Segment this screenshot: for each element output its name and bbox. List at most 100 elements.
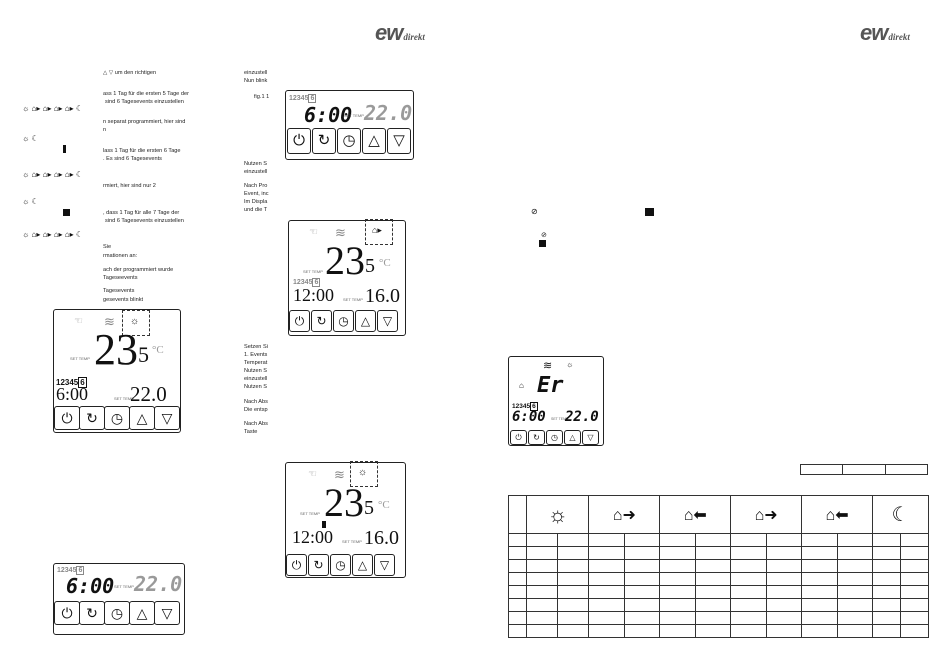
table-cell	[899, 533, 930, 547]
table-cell	[872, 598, 901, 612]
table-cell	[659, 572, 696, 586]
table-cell	[872, 585, 901, 599]
table-cell	[588, 585, 625, 599]
power-button[interactable]: ⏻	[510, 430, 527, 445]
mode-button[interactable]: ↻	[79, 601, 105, 625]
up-button[interactable]: △	[355, 310, 376, 332]
clock-button[interactable]: ◷	[104, 601, 130, 625]
table-cell	[765, 533, 803, 547]
mode-button[interactable]: ↻	[308, 554, 329, 576]
clock-button[interactable]: ◷	[337, 128, 361, 154]
table-cell	[836, 598, 874, 612]
table-cell	[801, 585, 838, 599]
time-display: 6:00	[66, 574, 115, 598]
current-temp-integer: 23	[324, 480, 364, 525]
table-cell	[899, 598, 930, 612]
event-icon-row-1: ☼ ⌂▸ ⌂▸ ⌂▸ ⌂▸ ☾	[22, 104, 84, 113]
up-button[interactable]: △	[129, 601, 155, 625]
down-button[interactable]: ▽	[377, 310, 398, 332]
table-cell	[525, 533, 559, 547]
set-temp-display: 22.0	[565, 409, 599, 425]
table-cell	[730, 572, 767, 586]
table-cell	[730, 611, 767, 625]
table-cell	[899, 572, 930, 586]
current-temp-integer: 23	[94, 325, 138, 374]
up-button[interactable]: △	[352, 554, 373, 576]
table-cell	[765, 546, 803, 560]
table-cell	[872, 611, 901, 625]
clock-button[interactable]: ◷	[104, 406, 130, 430]
table-cell	[765, 624, 803, 638]
down-button[interactable]: ▽	[582, 430, 599, 445]
clock-button[interactable]: ◷	[330, 554, 351, 576]
table-cell	[508, 598, 527, 612]
down-button[interactable]: ▽	[387, 128, 411, 154]
time-display: 12:00	[292, 527, 334, 547]
table-row	[508, 598, 930, 612]
hand-icon: ☜	[309, 227, 318, 238]
set-temp-display: 16.0	[364, 527, 399, 549]
table-cell	[694, 585, 732, 599]
down-button[interactable]: ▽	[374, 554, 395, 576]
house-leave-icon: ⌂➜	[730, 495, 803, 534]
heat-waves-icon: ≋	[104, 314, 115, 329]
table-cell	[836, 572, 874, 586]
table-cell	[694, 546, 732, 560]
mode-button[interactable]: ↻	[311, 310, 332, 332]
table-row	[508, 559, 930, 573]
table-cell	[525, 585, 559, 599]
table-cell	[508, 585, 527, 599]
table-cell	[557, 572, 590, 586]
table-cell	[623, 611, 661, 625]
table-cell	[525, 611, 559, 625]
house-leave-icon: ⌂➜	[588, 495, 661, 534]
table-cell	[623, 546, 661, 560]
table-cell	[508, 559, 527, 573]
sun-event-box: ☼	[350, 461, 378, 487]
table-cell	[525, 572, 559, 586]
down-button[interactable]: ▽	[154, 406, 180, 430]
table-cell	[730, 533, 767, 547]
down-button[interactable]: ▽	[154, 601, 180, 625]
table-cell	[623, 598, 661, 612]
table-cell	[588, 624, 625, 638]
hand-icon: ☜	[308, 469, 317, 480]
table-cell	[623, 624, 661, 638]
table-cell	[659, 533, 696, 547]
current-temp-decimal: 5	[365, 255, 375, 277]
table-row	[508, 585, 930, 599]
table-cell	[623, 559, 661, 573]
table-cell	[765, 598, 803, 612]
power-button[interactable]: ⏻	[54, 406, 80, 430]
table-cell	[899, 559, 930, 573]
table-cell	[659, 598, 696, 612]
clock-button[interactable]: ◷	[333, 310, 354, 332]
sun-icon: ☼	[525, 495, 590, 534]
table-cell	[801, 559, 838, 573]
temp-unit: °C	[152, 344, 164, 356]
power-button[interactable]: ⏻	[286, 554, 307, 576]
table-cell	[836, 611, 874, 625]
table-row	[508, 533, 930, 547]
house-return-icon: ⌂⬅	[659, 495, 732, 534]
power-button[interactable]: ⏻	[54, 601, 80, 625]
block-marker	[63, 145, 66, 153]
table-cell	[899, 624, 930, 638]
clock-button[interactable]: ◷	[546, 430, 563, 445]
set-temp-display: 16.0	[365, 285, 400, 307]
table-cell	[557, 624, 590, 638]
table-cell	[588, 533, 625, 547]
power-button[interactable]: ⏻	[287, 128, 311, 154]
up-button[interactable]: △	[362, 128, 386, 154]
mode-button[interactable]: ↻	[79, 406, 105, 430]
mode-button[interactable]: ↻	[528, 430, 545, 445]
up-button[interactable]: △	[129, 406, 155, 430]
up-button[interactable]: △	[564, 430, 581, 445]
power-button[interactable]: ⏻	[289, 310, 310, 332]
mode-button[interactable]: ↻	[312, 128, 336, 154]
set-temp-display: 22.0	[130, 382, 167, 406]
moon-icon: ☾	[872, 495, 929, 534]
table-cell	[765, 572, 803, 586]
table-cell	[557, 598, 590, 612]
